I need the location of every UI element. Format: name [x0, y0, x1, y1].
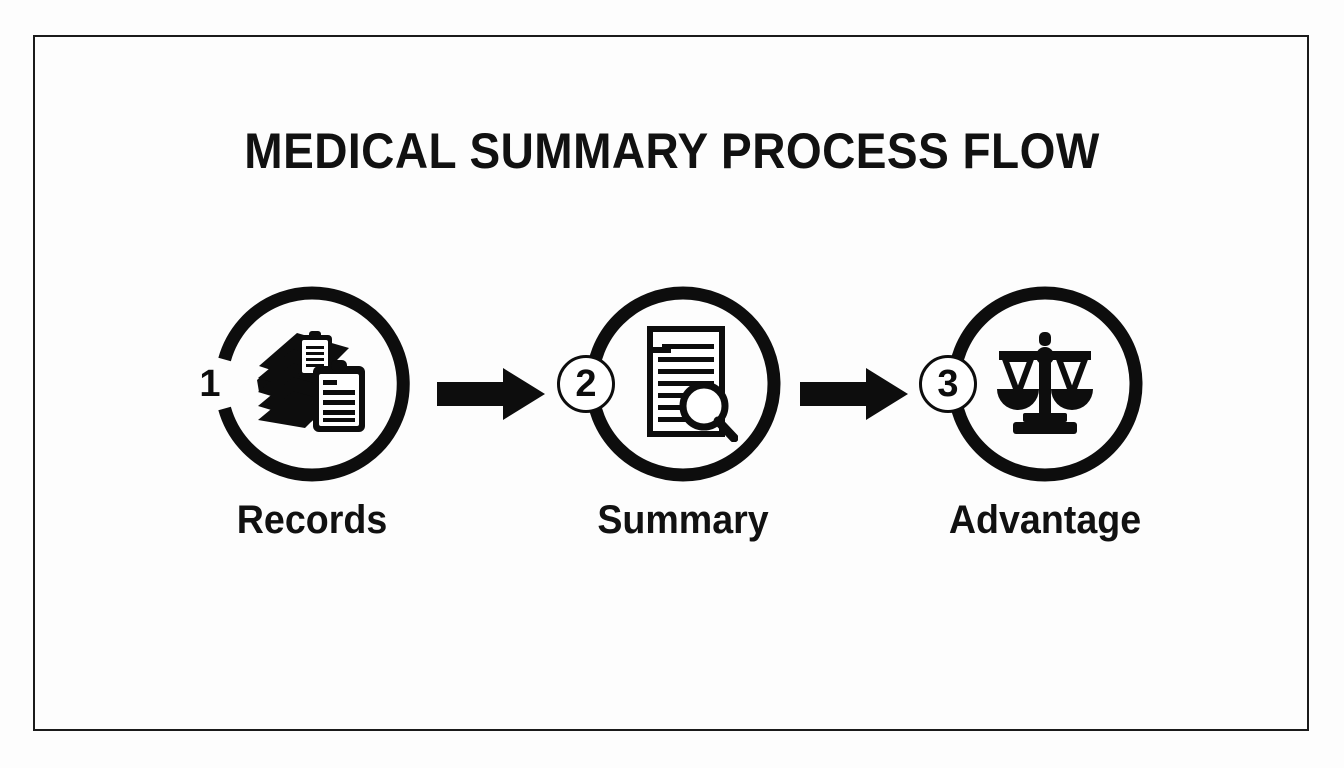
arrow-right-icon-1 — [437, 366, 545, 422]
step-label-summary: Summary — [597, 498, 769, 542]
step-number-1: 1 — [199, 363, 221, 405]
step-number-3: 3 — [919, 355, 977, 413]
arrow-right-icon-2 — [800, 366, 908, 422]
page-title: MEDICAL SUMMARY PROCESS FLOW — [244, 123, 1100, 179]
process-flow-diagram: 1 Records — [0, 276, 1344, 566]
step-label-advantage: Advantage — [948, 498, 1142, 542]
step-ring-1 — [212, 284, 412, 484]
process-step-records[interactable]: 1 Records — [182, 276, 442, 566]
step-number-2: 2 — [557, 355, 615, 413]
process-step-advantage[interactable]: 3 Advantage — [915, 276, 1175, 566]
step-label-records: Records — [236, 498, 388, 542]
process-step-summary[interactable]: 2 Summary — [553, 276, 813, 566]
slide-border-frame — [33, 35, 1309, 731]
